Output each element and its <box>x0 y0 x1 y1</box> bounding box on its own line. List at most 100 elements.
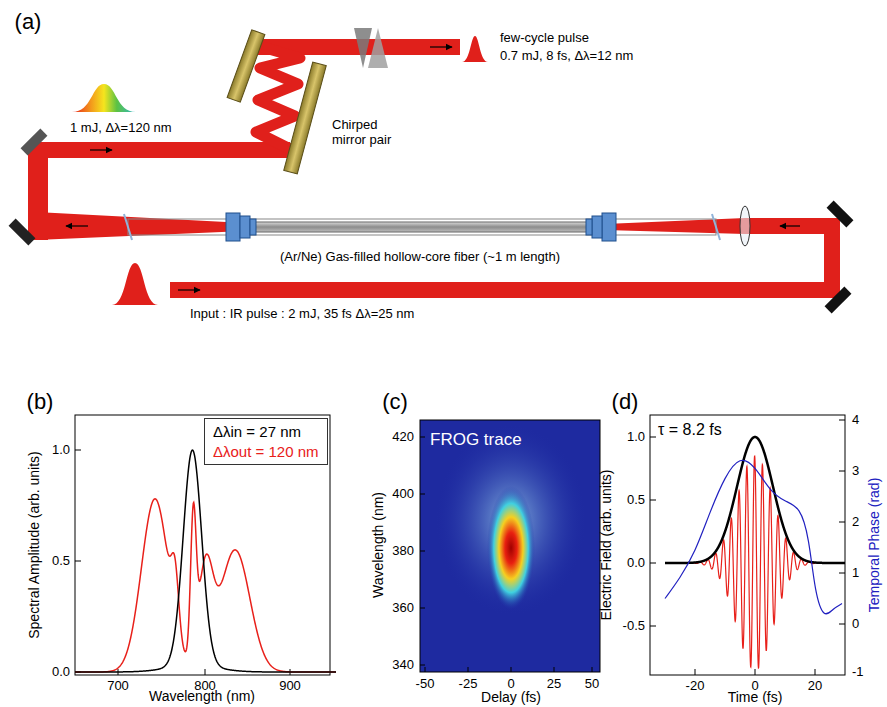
tick-mark <box>650 563 656 564</box>
tick-label: 20 <box>808 679 822 694</box>
mirror-label: Chirped mirror pair <box>332 118 412 148</box>
focusing-lens <box>740 206 750 246</box>
pulse-duration: τ = 8.2 fs <box>658 421 722 439</box>
frog-background <box>420 420 600 672</box>
tick-label: -25 <box>459 677 478 692</box>
tick-mark <box>420 608 425 609</box>
panel-letter: (c) <box>382 389 408 414</box>
broadened-spectrum <box>72 84 136 112</box>
drawing-part <box>28 142 290 158</box>
tick-label: 0 <box>751 679 758 694</box>
axis-title: Electric Field (arb. units) <box>598 470 614 621</box>
drawing-part <box>825 287 852 314</box>
tick-mark <box>815 669 816 675</box>
direction-arrow <box>66 47 800 290</box>
tick-mark <box>420 494 425 495</box>
tick-mark <box>695 669 696 675</box>
drawing-part <box>240 216 250 238</box>
laser-beam <box>28 39 840 298</box>
input-spectrum <box>75 450 336 672</box>
drawing-part <box>430 46 452 47</box>
drawing-part <box>9 219 36 246</box>
tick-mark <box>468 667 469 672</box>
tick-mark <box>425 667 426 672</box>
axis-title: Wavelength (nm) <box>370 492 386 598</box>
tick-label: 0.5 <box>627 493 645 508</box>
tick-label: 50 <box>585 677 599 692</box>
tick-label: 2 <box>852 515 859 530</box>
input-pulse <box>112 263 158 305</box>
glass-wedge <box>368 28 388 68</box>
tick-label: 1.0 <box>52 443 70 458</box>
tick-label: 25 <box>547 677 561 692</box>
chirped-mirror <box>227 30 265 102</box>
tick-mark <box>755 669 756 675</box>
axis-title: Delay (fs) <box>481 689 541 705</box>
hollow-core-fiber <box>124 213 720 241</box>
drawing-part <box>240 222 602 232</box>
drawing-part <box>712 214 720 240</box>
tick-label: 800 <box>194 679 216 694</box>
frog-halo <box>436 425 586 615</box>
tick-label: 900 <box>279 679 301 694</box>
tick-mark <box>420 551 425 552</box>
tick-mark <box>839 471 845 472</box>
field-envelope <box>665 437 845 563</box>
pulse-label: 0.7 mJ, 8 fs, Δλ=12 nm <box>500 49 633 64</box>
tick-label: 0 <box>852 617 859 632</box>
tick-label: 700 <box>107 679 129 694</box>
temporal-phase <box>665 460 842 613</box>
tick-mark <box>420 437 425 438</box>
tick-label: -0.5 <box>623 619 645 634</box>
tick-mark <box>650 437 656 438</box>
drawing-part <box>128 219 716 235</box>
tick-label: 340 <box>392 658 414 673</box>
tick-mark <box>592 667 593 672</box>
tick-label: 0 <box>507 677 514 692</box>
drawing-part <box>226 213 240 241</box>
drawing-part <box>124 214 132 240</box>
few-cycle-pulse <box>462 36 488 62</box>
fiber-label: (Ar/Ne) Gas-filled hollow-core fiber (~1… <box>280 250 560 265</box>
tick-mark <box>554 667 555 672</box>
tick-label: -20 <box>686 679 705 694</box>
tick-label: -50 <box>416 677 435 692</box>
tick-label: 0.5 <box>52 554 70 569</box>
tick-mark <box>420 665 425 666</box>
tick-label: 420 <box>392 430 414 445</box>
glass-wedge <box>354 28 372 68</box>
drawing-part <box>605 218 840 234</box>
drawing-part <box>592 216 602 238</box>
tick-mark <box>839 522 845 523</box>
tick-mark <box>839 624 845 625</box>
spectrum-label: 1 mJ, Δλ=120 nm <box>70 121 172 136</box>
tick-label: 360 <box>392 601 414 616</box>
tick-label: 1 <box>852 566 859 581</box>
drawing-part <box>602 213 616 241</box>
tick-label: 0.0 <box>52 665 70 680</box>
tick-mark <box>839 573 845 574</box>
axis-ticks <box>420 437 592 672</box>
panel-letter: (b) <box>27 389 54 414</box>
tick-mark <box>650 626 656 627</box>
axis-ticks <box>650 420 845 675</box>
panel-letter: (d) <box>612 389 639 414</box>
axis-title: Spectral Amplitude (arb. units) <box>26 451 42 639</box>
drawing-part <box>90 149 112 150</box>
drawing-part <box>586 219 592 235</box>
drawing-part <box>226 213 616 241</box>
plot-frame <box>650 415 845 675</box>
panel-letter: (a) <box>15 9 42 34</box>
tick-label: 0.0 <box>627 556 645 571</box>
plot-title: FROG trace <box>430 430 522 450</box>
tick-mark <box>205 669 206 675</box>
frog-peak <box>487 486 535 610</box>
chirped-mirror <box>284 62 327 174</box>
tick-mark <box>75 561 81 562</box>
drawing-part <box>780 225 800 226</box>
tick-mark <box>839 420 845 421</box>
drawing-part <box>827 201 854 228</box>
